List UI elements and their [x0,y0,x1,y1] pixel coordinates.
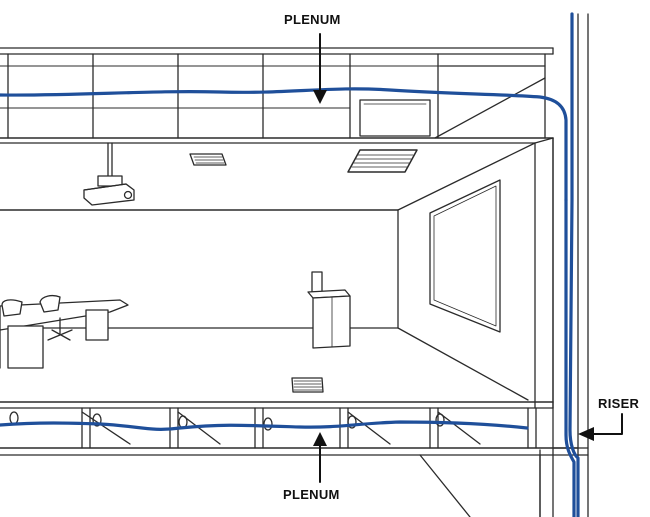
lectern [307,271,351,349]
ceiling-projector [83,142,135,206]
riser-shaft [539,13,589,517]
plenum-top-label: PLENUM [284,12,341,27]
arrow-riser [578,413,623,441]
conference-table [0,295,129,369]
plenum-bottom-label: PLENUM [283,487,340,502]
ceiling-vent-large [347,149,418,173]
floor-vent [291,377,324,393]
wall-whiteboard [429,179,501,333]
network-cable [0,12,580,517]
arrow-plenum-top [313,33,327,104]
arrow-plenum-bottom [313,432,327,483]
riser-label: RISER [598,396,640,411]
top-plenum-structure [0,47,554,139]
conference-room [0,137,554,409]
ceiling-vent-small [189,153,227,166]
junction-box [359,99,431,137]
